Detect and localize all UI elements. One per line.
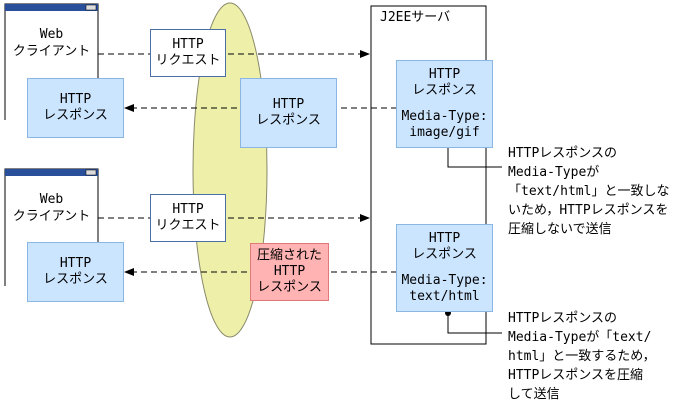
note-line: 「text/html」と一致しな	[508, 184, 670, 199]
note-line: いため，HTTPレスポンスを	[508, 203, 669, 218]
note-line: Media-Typeが	[508, 165, 600, 180]
note-line: HTTPレスポンスの	[508, 146, 618, 161]
response-line: 圧縮された	[256, 248, 322, 263]
media-type-label: Media-Type:	[401, 273, 488, 288]
request-line: HTTP	[172, 37, 204, 52]
client-label: クライアント	[12, 44, 91, 59]
note-line: HTTPレスポンスを圧縮	[508, 368, 644, 383]
client-label: クライアント	[12, 209, 91, 224]
client-label-1: Web クライアント	[5, 26, 98, 60]
note-leader-2	[445, 310, 502, 334]
media-type-label: Media-Type:	[401, 109, 488, 124]
response-line: HTTP	[428, 67, 461, 82]
web-label: Web	[39, 27, 64, 42]
note-line: html」と一致するため，	[508, 349, 656, 364]
media-type-value: image/gif	[409, 125, 480, 140]
response-line: レスポンス	[43, 108, 108, 123]
compressed-response-box: 圧縮された HTTP レスポンス	[250, 243, 329, 301]
note-line: Media-Typeが「text/	[508, 330, 652, 345]
response-line: HTTP	[272, 97, 305, 112]
note-line: HTTPレスポンスの	[508, 311, 618, 326]
client-response-box-1: HTTP レスポンス	[27, 78, 124, 138]
note-2: HTTPレスポンスの Media-Typeが「text/ html」と一致するた…	[508, 309, 656, 404]
request-line: リクエスト	[155, 218, 221, 233]
response-line: レスポンス	[412, 247, 477, 262]
request-box-2: HTTP リクエスト	[150, 194, 226, 242]
web-label: Web	[39, 192, 64, 207]
response-line: レスポンス	[412, 83, 477, 98]
response-line: レスポンス	[43, 272, 108, 287]
response-line: レスポンス	[257, 280, 322, 295]
request-line: HTTP	[172, 202, 204, 217]
media-type-value: text/html	[409, 289, 480, 304]
server-frame	[370, 5, 487, 345]
request-line: リクエスト	[155, 53, 221, 68]
middle-response-box: HTTP レスポンス	[240, 78, 337, 148]
response-line: HTTP	[428, 231, 461, 246]
response-line: HTTP	[59, 92, 92, 107]
server-title: J2EEサーバ	[380, 10, 451, 25]
response-line: レスポンス	[256, 113, 321, 128]
request-box-1: HTTP リクエスト	[150, 29, 226, 77]
note-line: 圧縮しないで送信	[508, 222, 612, 237]
response-line: HTTP	[59, 256, 92, 271]
client-response-box-2: HTTP レスポンス	[27, 242, 124, 302]
note-line: して送信	[508, 387, 560, 402]
server-response-box-1: HTTP レスポンス Media-Type: image/gif	[396, 60, 493, 148]
response-line: HTTP	[273, 264, 306, 279]
note-1: HTTPレスポンスの Media-Typeが 「text/html」と一致しな …	[508, 144, 669, 239]
client-label-2: Web クライアント	[5, 191, 98, 225]
server-response-box-2: HTTP レスポンス Media-Type: text/html	[396, 224, 493, 312]
